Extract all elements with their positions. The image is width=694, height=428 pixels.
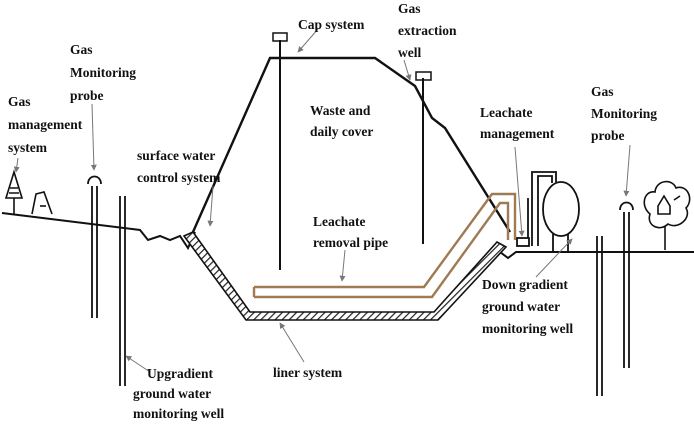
upgradient-label-3: monitoring well <box>133 406 224 421</box>
gas-extraction-well-label-3: well <box>398 45 421 60</box>
center-vent-well <box>272 32 288 270</box>
gas-management-label-1: Gas <box>8 94 31 109</box>
waste-cover-label-1: Waste and <box>310 103 371 118</box>
upgradient-label-2: ground water <box>133 386 211 401</box>
gas-management-label-2: management <box>8 117 83 132</box>
gas-probe-left-label-3: probe <box>70 88 104 103</box>
upgradient-label-1: Upgradient <box>147 366 214 381</box>
label-arrows <box>13 28 631 373</box>
liner-system-label: liner system <box>273 365 343 380</box>
gas-monitoring-probe-left <box>87 175 102 318</box>
landfill-cap-outline <box>191 56 512 233</box>
tree-icon <box>643 180 691 250</box>
leachate-pipe-label-2: removal pipe <box>313 235 388 250</box>
gas-probe-left-label-1: Gas <box>70 42 93 57</box>
upgradient-monitoring-well <box>119 196 126 386</box>
gas-management-equipment <box>4 169 53 215</box>
leachate-pipe-label-1: Leachate <box>313 214 365 229</box>
surface-water-label-2: control system <box>137 170 221 185</box>
gas-probe-right-label-3: probe <box>591 128 625 143</box>
gas-extraction-well-label-2: extraction <box>398 23 457 38</box>
leachate-removal-pipe <box>252 192 517 299</box>
liner-system <box>182 231 508 321</box>
down-gradient-label-2: ground water <box>482 299 560 314</box>
leachate-management-label-1: Leachate <box>480 105 532 120</box>
gas-probe-right-label-1: Gas <box>591 84 614 99</box>
gas-monitoring-probe-right <box>619 201 634 368</box>
gas-management-label-3: system <box>8 140 48 155</box>
leachate-management-label-2: management <box>480 126 555 141</box>
down-gradient-label-1: Down gradient <box>482 277 568 292</box>
gas-probe-left-label-2: Monitoring <box>70 65 136 80</box>
leachate-tank <box>516 171 580 252</box>
gas-extraction-well-label-1: Gas <box>398 1 421 16</box>
down-gradient-label-3: monitoring well <box>482 321 573 336</box>
gas-probe-right-label-2: Monitoring <box>591 106 657 121</box>
cap-system-label: Cap system <box>298 17 365 32</box>
down-gradient-monitoring-well <box>596 236 603 396</box>
gas-extraction-well <box>415 71 432 244</box>
surface-water-label-1: surface water <box>137 148 215 163</box>
waste-cover-label-2: daily cover <box>310 124 373 139</box>
